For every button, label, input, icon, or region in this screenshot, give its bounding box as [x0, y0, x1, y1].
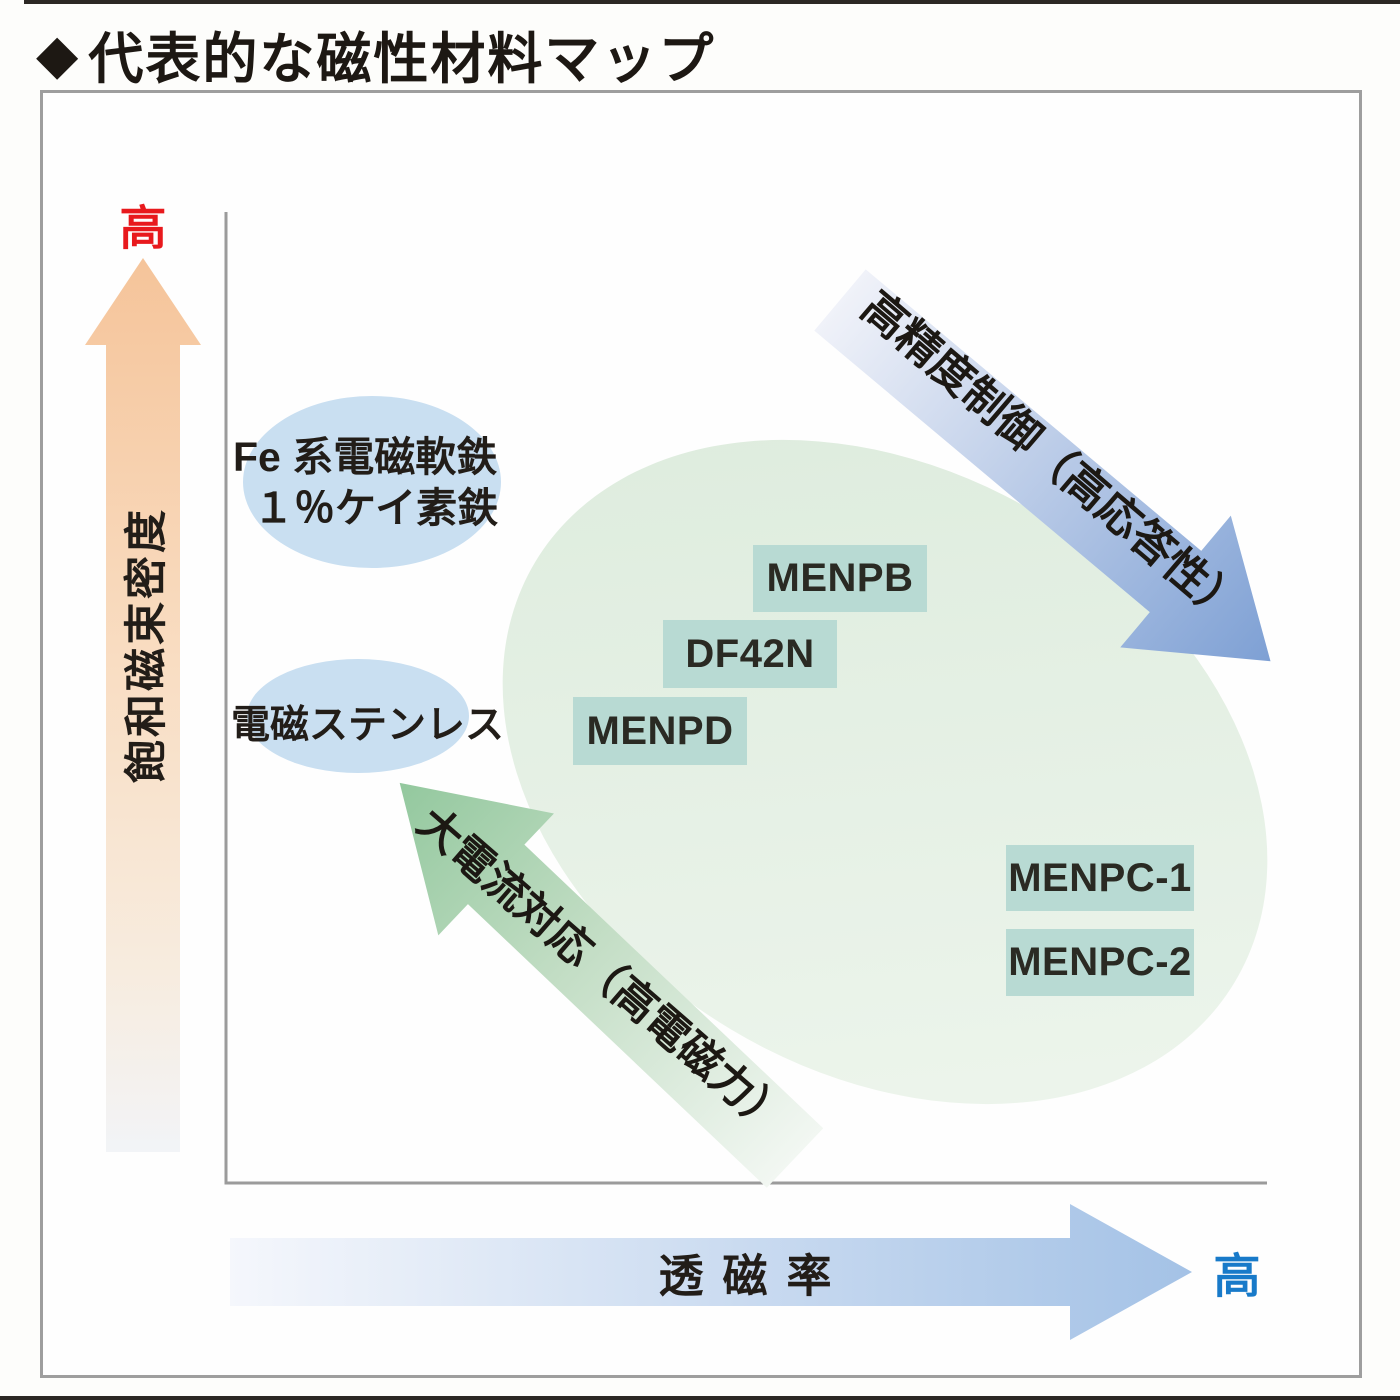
y-axis-title: 飽和磁束密度 [123, 507, 171, 783]
men-series-region-ellipse [502, 439, 1268, 1105]
product-tag-menpd: MENPD [573, 697, 747, 765]
page-title: ◆ 代表的な磁性材料マップ [36, 14, 715, 94]
high-current-arrow [399, 782, 824, 1188]
fe-soft-iron-ellipse [243, 396, 501, 568]
fe-soft-iron-line2: １％ケイ素鉄 [253, 485, 499, 532]
stainless-label: 電磁ステンレス [231, 704, 505, 747]
diamond-icon: ◆ [36, 23, 81, 85]
x-axis-right-arrow [230, 1204, 1192, 1340]
y-axis-high-label: 高 [119, 201, 167, 255]
product-tag-menpc-2: MENPC-2 [1006, 929, 1194, 996]
y-axis-up-arrow [85, 258, 201, 1152]
top-page-rule [24, 0, 1400, 4]
high-precision-arrow [814, 269, 1271, 662]
x-axis-high-label: 高 [1213, 1249, 1261, 1303]
x-axis-title: 透磁率 [658, 1250, 851, 1302]
fe-soft-iron-label: Fe 系電磁軟鉄 １％ケイ素鉄 [233, 432, 498, 535]
fe-soft-iron-line1: Fe 系電磁軟鉄 [233, 434, 498, 480]
page-title-text: 代表的な磁性材料マップ [88, 28, 716, 90]
bottom-page-rule [0, 1396, 1400, 1400]
product-tag-menpc-1: MENPC-1 [1006, 845, 1194, 911]
stainless-ellipse [247, 659, 469, 773]
product-tag-label: MENPC-2 [1008, 940, 1192, 984]
product-tag-label: MENPD [586, 708, 734, 753]
product-tag-df42n: DF42N [663, 620, 837, 688]
product-tag-label: MENPB [766, 556, 914, 600]
product-tag-label: DF42N [685, 631, 815, 676]
product-tag-label: MENPC-1 [1008, 855, 1192, 900]
product-tag-menpb: MENPB [753, 545, 927, 612]
